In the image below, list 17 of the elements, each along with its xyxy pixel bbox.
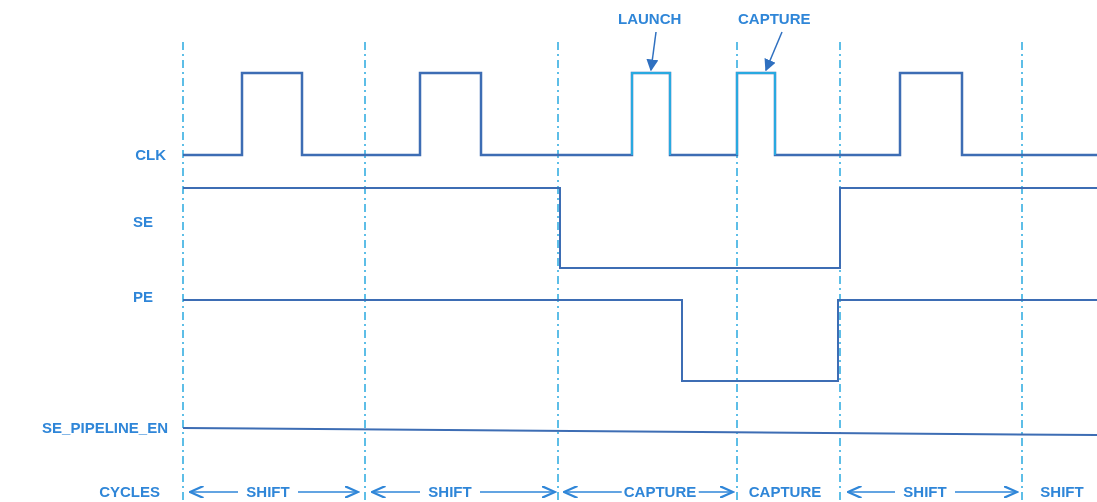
cycle-label: CAPTURE (746, 484, 824, 500)
cycle-label: SHIFT (426, 484, 474, 500)
clock-pulse (631, 72, 671, 155)
cycle-label: CAPTURE (621, 484, 699, 500)
signal-name: SE (131, 214, 155, 230)
callout-label: LAUNCH (618, 10, 682, 27)
leader-line (764, 31, 783, 72)
cycle-label: SHIFT (1038, 484, 1086, 500)
cycle-label: SHIFT (901, 484, 949, 500)
cycle-label: CYCLES (97, 484, 162, 500)
signal-name: SE_PIPELINE_EN (40, 420, 170, 436)
leader-line (646, 31, 659, 72)
signal-name: PE (131, 289, 155, 305)
cycle-label: SHIFT (244, 484, 292, 500)
signal-name: CLK (133, 147, 168, 163)
callout-label: CAPTURE (738, 10, 811, 27)
clock-pulse (736, 72, 776, 155)
